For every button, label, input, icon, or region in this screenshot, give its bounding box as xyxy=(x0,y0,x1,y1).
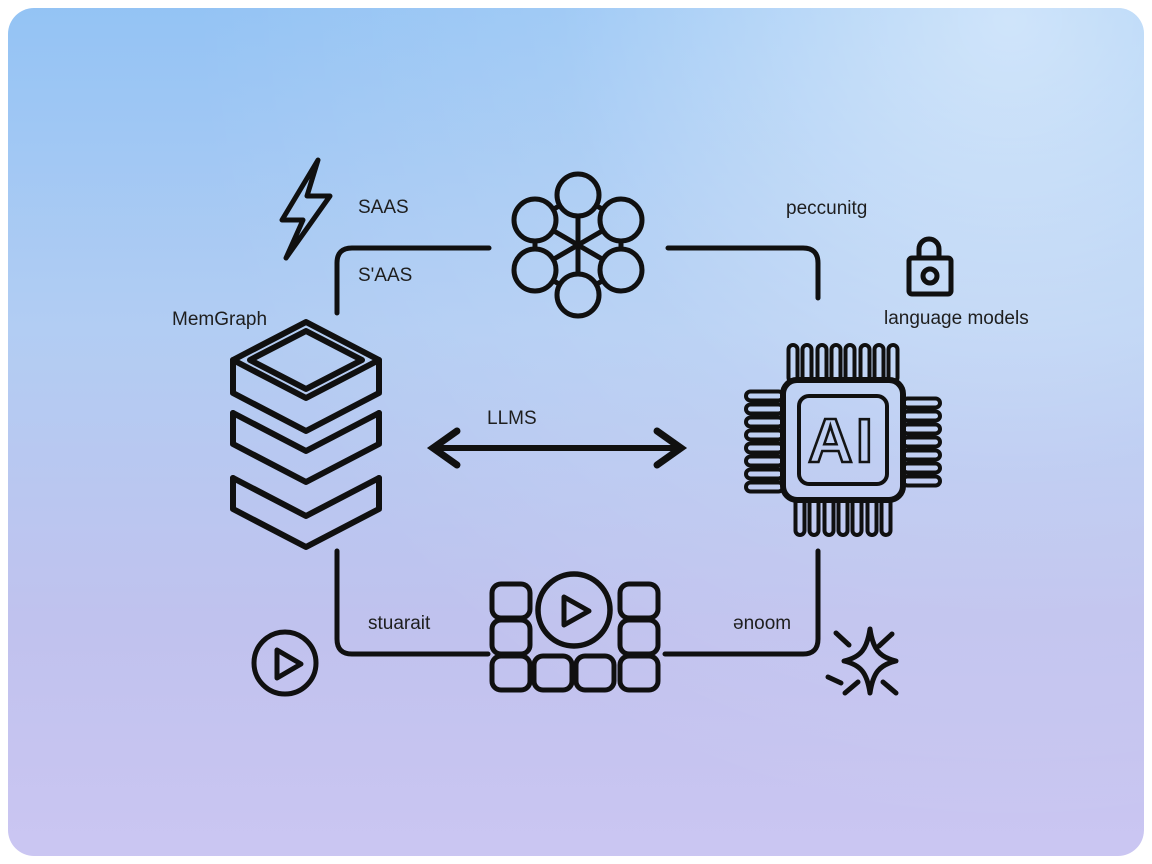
lightning-bolt-icon xyxy=(279,157,333,261)
network-node-circles xyxy=(511,171,645,319)
label-stuarait: stuarait xyxy=(368,613,431,634)
ai-chip-icon: AI xyxy=(744,343,942,537)
label-snoom: ǝnoom xyxy=(733,613,791,634)
gradient-card xyxy=(8,8,1144,856)
label-language-models: language models xyxy=(884,308,1029,329)
media-wall-play-icon xyxy=(489,571,661,693)
database-stack-icon xyxy=(230,319,382,550)
ai-chip-label: AI xyxy=(808,407,876,476)
connector-top-right xyxy=(665,245,821,301)
double-arrow-icon xyxy=(426,427,688,469)
lock-icon xyxy=(906,236,954,297)
connector-bottom-left xyxy=(334,548,491,657)
play-circle-icon xyxy=(251,629,319,697)
label-saas-bottom: S'AAS xyxy=(358,265,412,286)
connector-top-left xyxy=(334,245,492,316)
label-saas-top: SAAS xyxy=(358,197,409,218)
connector-bottom-right xyxy=(662,548,821,657)
label-memgraph: MemGraph xyxy=(172,309,267,330)
diagram-labels: SAAS S'AAS peccunitg MemGraph language m… xyxy=(172,197,1029,634)
connector-lines xyxy=(334,245,821,657)
sparkle-icon xyxy=(825,626,899,696)
label-llms: LLMS xyxy=(487,408,537,429)
label-peccunitg: peccunitg xyxy=(786,198,867,219)
network-nodes-icon xyxy=(511,171,645,319)
